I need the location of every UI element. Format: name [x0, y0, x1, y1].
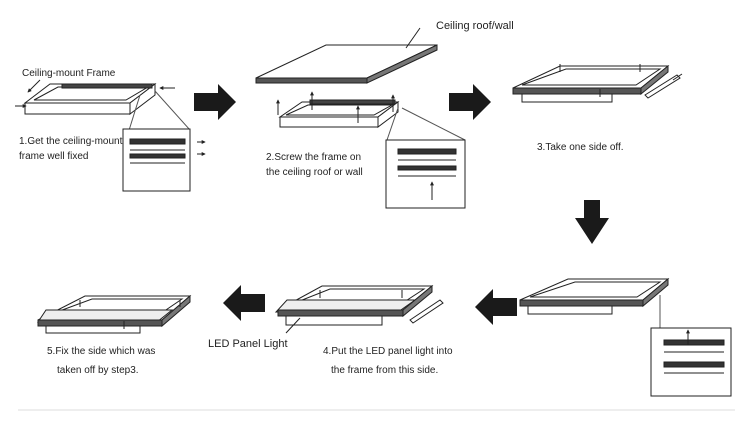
step2-caption-line2: the ceiling roof or wall [266, 167, 363, 178]
step4-frame-middle [274, 284, 444, 334]
step1-caption-line1: 1.Get the ceiling-mount [19, 136, 123, 147]
step4-detail-inset [650, 327, 732, 397]
step3-frame-illustration [512, 64, 683, 103]
step2-detail-inset [385, 139, 466, 209]
arrow-down [575, 200, 609, 244]
step5-caption-line1: 5.Fix the side which was [47, 346, 156, 357]
ceiling-roof-wall-label: Ceiling roof/wall [436, 20, 514, 32]
step4-frame-right [519, 277, 670, 328]
step4-caption-line1: 4.Put the LED panel light into [323, 346, 453, 357]
step2-ceiling-plate [255, 27, 438, 84]
arrow-left-1 [475, 289, 517, 325]
step4-caption-line2: the frame from this side. [331, 365, 439, 376]
step5-frame-illustration [37, 294, 192, 334]
step2-frame-illustration [276, 91, 466, 141]
arrow-right-2 [449, 84, 491, 120]
step2-caption-line1: 2.Screw the frame on [266, 152, 362, 163]
arrow-left-2 [223, 285, 265, 321]
led-panel-light-label: LED Panel Light [208, 338, 288, 350]
step1-caption-line2: frame well fixed [19, 151, 89, 162]
step1-frame-illustration [15, 79, 191, 141]
ceiling-mount-frame-label: Ceiling-mount Frame [22, 68, 116, 79]
step5-caption-line2: taken off by step3. [57, 365, 139, 376]
arrow-right-1 [194, 84, 236, 120]
step1-detail-inset [122, 128, 206, 192]
step3-caption-line1: 3.Take one side off. [537, 142, 624, 153]
